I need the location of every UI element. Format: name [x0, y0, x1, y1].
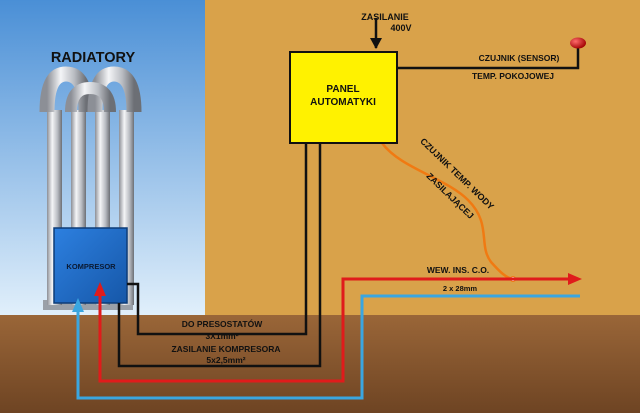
label-zasilanie-kompresora-line2: 5x2,5mm² [206, 355, 245, 365]
radiator-base [43, 300, 133, 310]
label-zasilanie-line1: ZASILANIE [361, 12, 409, 22]
panel-automatyki [289, 51, 398, 144]
supply-arrow-up-icon [94, 282, 106, 296]
label-pipe-size: 2 x 28mm [443, 284, 478, 293]
supply-pipe [98, 277, 570, 383]
label-panel-line2: AUTOMATYKI [310, 97, 376, 108]
kompresor-box [53, 227, 128, 304]
return-pipe [76, 294, 580, 400]
label-radiatory: RADIATORY [51, 50, 136, 66]
label-presostat-line1: DO PRESOSTATÓW [182, 318, 263, 329]
label-kompresor: KOMPRESOR [66, 262, 116, 271]
label-wew-ins: WEW. INS. C.O. [427, 265, 489, 275]
label-presostat-line2: 3X1mm² [205, 331, 238, 341]
compressor-power-cable [117, 143, 322, 368]
label-zasilanie-kompresora-line1: ZASILANIE KOMPRESORA [171, 344, 280, 354]
room-sensor-icon [570, 37, 586, 49]
radiator-bend [65, 81, 116, 113]
presostat-cable [127, 143, 308, 336]
water-sensor-wire [380, 142, 514, 281]
cables [117, 18, 580, 368]
return-arrow-up-icon [72, 298, 84, 312]
label-zasilanie-line2: 400V [390, 23, 411, 33]
room-sensor-cable [397, 48, 580, 70]
supply-arrow-right-icon [568, 273, 582, 285]
power-arrow-icon [370, 38, 382, 49]
label-czujnik-sensor: CZUJNIK (SENSOR) [479, 53, 560, 63]
label-temp-pokojowej: TEMP. POKOJOWEJ [472, 71, 554, 81]
label-panel-line1: PANEL [326, 84, 359, 95]
interior-wall [205, 0, 640, 318]
